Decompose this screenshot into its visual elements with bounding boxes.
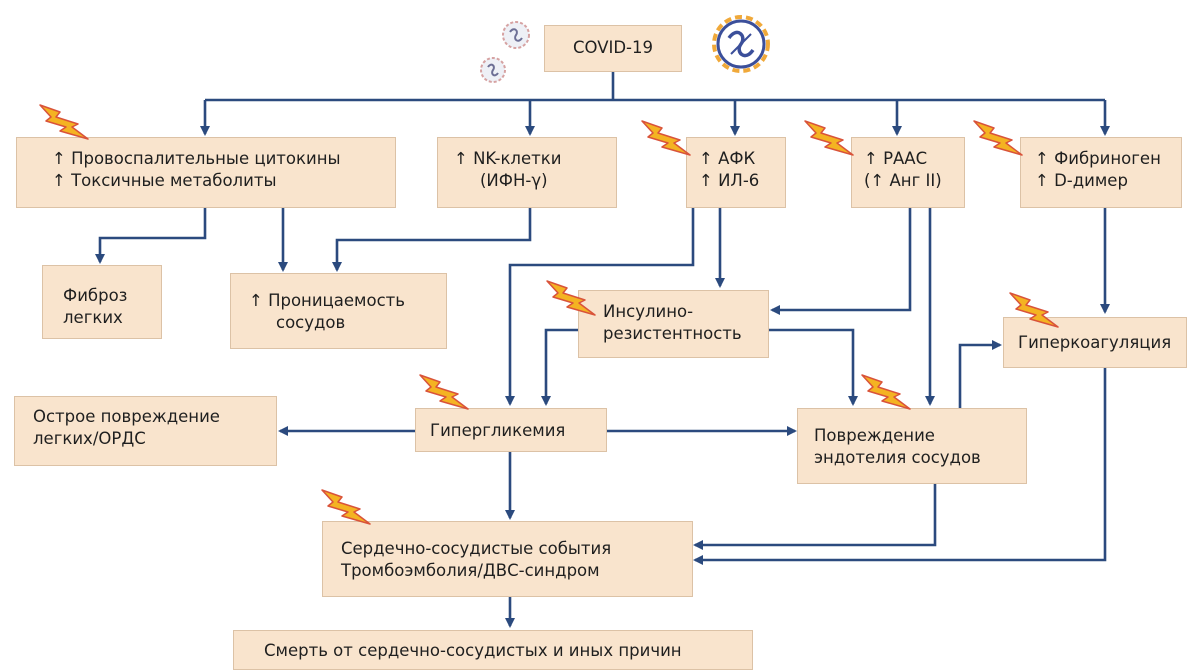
node-cytokines-line1: ↑ Провоспалительные цитокины xyxy=(52,149,341,168)
arrow-endothelium-hypercoag xyxy=(958,340,1002,408)
node-covid: COVID-19 xyxy=(544,25,682,72)
virus-icon xyxy=(480,57,506,83)
arrow-insulin-endothelium xyxy=(765,328,858,406)
lightning-bolt-icon xyxy=(804,120,854,156)
node-hyperglycemia-label: Гипергликемия xyxy=(430,421,566,440)
node-nk-line2: (ИФН-γ) xyxy=(480,171,548,190)
lightning-bolt-icon xyxy=(546,280,596,316)
node-raas-line2: (↑ Анг II) xyxy=(864,171,942,190)
node-cardio: Сердечно-сосудистые события Тромбоэмболи… xyxy=(322,521,693,597)
node-insulin-line2: резистентность xyxy=(603,324,742,343)
node-endothelium: Повреждение эндотелия сосудов xyxy=(797,408,1027,484)
node-raas: ↑ РААС (↑ Анг II) xyxy=(851,137,965,208)
node-afk: ↑ АФК ↑ ИЛ-6 xyxy=(686,137,786,208)
node-cytokines-line2: ↑ Токсичные метаболиты xyxy=(52,171,277,190)
node-fibrinogen: ↑ Фибриноген ↑ D-димер xyxy=(1020,137,1182,208)
lightning-bolt-icon xyxy=(321,489,371,525)
node-lung: Острое повреждение легких/ОРДС xyxy=(14,396,277,466)
node-lung-line2: легких/ОРДС xyxy=(33,429,146,448)
lightning-bolt-icon xyxy=(1009,292,1059,328)
node-nk-line1: ↑ NK-клетки xyxy=(454,149,562,168)
node-fibrosis-line1: Фиброз xyxy=(63,286,128,305)
virus-icon xyxy=(712,15,770,73)
node-lung-line1: Острое повреждение xyxy=(33,407,220,426)
node-permeability: ↑ Проницаемость сосудов xyxy=(230,273,447,349)
node-endothelium-line2: эндотелия сосудов xyxy=(814,448,981,467)
node-afk-line2: ↑ ИЛ-6 xyxy=(699,171,760,190)
arrow-insulin-hyperglycemia xyxy=(541,328,578,406)
node-hypercoag: Гиперкоагуляция xyxy=(1003,317,1187,368)
node-fibrosis: Фиброз легких xyxy=(42,265,162,339)
lightning-bolt-icon xyxy=(419,374,469,410)
arrow-nk-permeability xyxy=(332,208,532,272)
node-fibrinogen-line2: ↑ D-димер xyxy=(1035,171,1128,190)
arrow-afk-hyperglycemia xyxy=(505,208,695,406)
node-endothelium-line1: Повреждение xyxy=(814,426,935,445)
node-insulin: Инсулино- резистентность xyxy=(578,290,769,358)
node-permeability-line1: ↑ Проницаемость xyxy=(249,291,406,310)
lightning-bolt-icon xyxy=(39,104,89,140)
arrow-cytokines-fibrosis xyxy=(95,208,207,264)
lightning-bolt-icon xyxy=(973,120,1023,156)
node-death-label: Смерть от сердечно-сосудистых и иных при… xyxy=(264,641,682,660)
lightning-bolt-icon xyxy=(641,120,691,156)
node-raas-line1: ↑ РААС xyxy=(864,149,928,168)
node-death: Смерть от сердечно-сосудистых и иных при… xyxy=(233,630,753,670)
node-covid-label: COVID-19 xyxy=(572,38,654,57)
node-fibrinogen-line1: ↑ Фибриноген xyxy=(1035,149,1161,168)
arrow-hypercoag-cardio xyxy=(693,368,1107,565)
node-insulin-line1: Инсулино- xyxy=(603,302,694,321)
node-nk: ↑ NK-клетки (ИФН-γ) xyxy=(437,137,617,208)
lightning-bolt-icon xyxy=(861,374,911,410)
node-hypercoag-label: Гиперкоагуляция xyxy=(1018,333,1172,352)
node-afk-line1: ↑ АФК xyxy=(699,149,756,168)
node-hyperglycemia: Гипергликемия xyxy=(415,408,607,452)
node-cardio-line2: Тромбоэмболия/ДВС-синдром xyxy=(341,561,600,580)
arrow-raas-insulin xyxy=(770,208,912,315)
node-fibrosis-line2: легких xyxy=(63,308,123,327)
virus-icon xyxy=(502,21,530,49)
node-cardio-line1: Сердечно-сосудистые события xyxy=(341,539,612,558)
node-cytokines: ↑ Провоспалительные цитокины ↑ Токсичные… xyxy=(16,137,396,208)
node-permeability-line2: сосудов xyxy=(276,313,346,332)
arrow-endothelium-cardio xyxy=(693,484,937,550)
